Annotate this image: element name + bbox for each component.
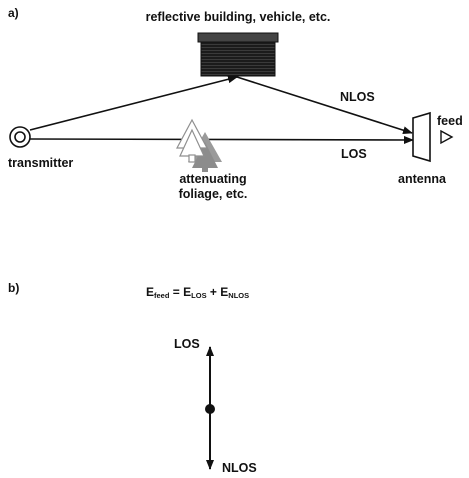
svg-text:Efeed = ELOS + ENLOS: Efeed = ELOS + ENLOS bbox=[146, 285, 249, 300]
field-sum-equation: Efeed = ELOS + ENLOS bbox=[146, 285, 249, 300]
equation-term2-sub: NLOS bbox=[228, 291, 249, 300]
reflective-building-icon bbox=[197, 32, 279, 77]
reflector-label: reflective building, vehicle, etc. bbox=[146, 10, 331, 24]
panel-b-label: b) bbox=[8, 281, 19, 295]
phasor-nlos-label: NLOS bbox=[222, 461, 257, 475]
equation-lhs-symbol: E bbox=[146, 285, 154, 299]
antenna-horn-icon bbox=[412, 111, 431, 163]
foliage-tree-icon bbox=[175, 118, 222, 172]
antenna-label: antenna bbox=[398, 172, 447, 186]
feed-icon bbox=[440, 129, 454, 145]
nlos-path-reflected bbox=[236, 76, 413, 135]
equation-plus: + bbox=[210, 285, 217, 299]
feed-label: feed bbox=[437, 114, 463, 128]
transmitter-label: transmitter bbox=[8, 156, 73, 170]
phasor-los-label: LOS bbox=[174, 337, 200, 351]
panel-a-label: a) bbox=[8, 6, 19, 20]
equation-term2-symbol: E bbox=[220, 285, 228, 299]
los-path bbox=[29, 135, 414, 144]
nlos-path-incident bbox=[29, 75, 238, 131]
equation-term1-symbol: E bbox=[183, 285, 191, 299]
nlos-label: NLOS bbox=[340, 90, 375, 104]
foliage-label-line2: foliage, etc. bbox=[179, 187, 248, 201]
foliage-label-line1: attenuating bbox=[179, 172, 246, 186]
equation-equals: = bbox=[173, 285, 180, 299]
equation-term1-sub: LOS bbox=[191, 291, 206, 300]
los-label: LOS bbox=[341, 147, 367, 161]
transmitter-icon bbox=[9, 126, 31, 148]
equation-lhs-sub: feed bbox=[154, 291, 170, 300]
phasor-origin-dot bbox=[205, 404, 215, 414]
